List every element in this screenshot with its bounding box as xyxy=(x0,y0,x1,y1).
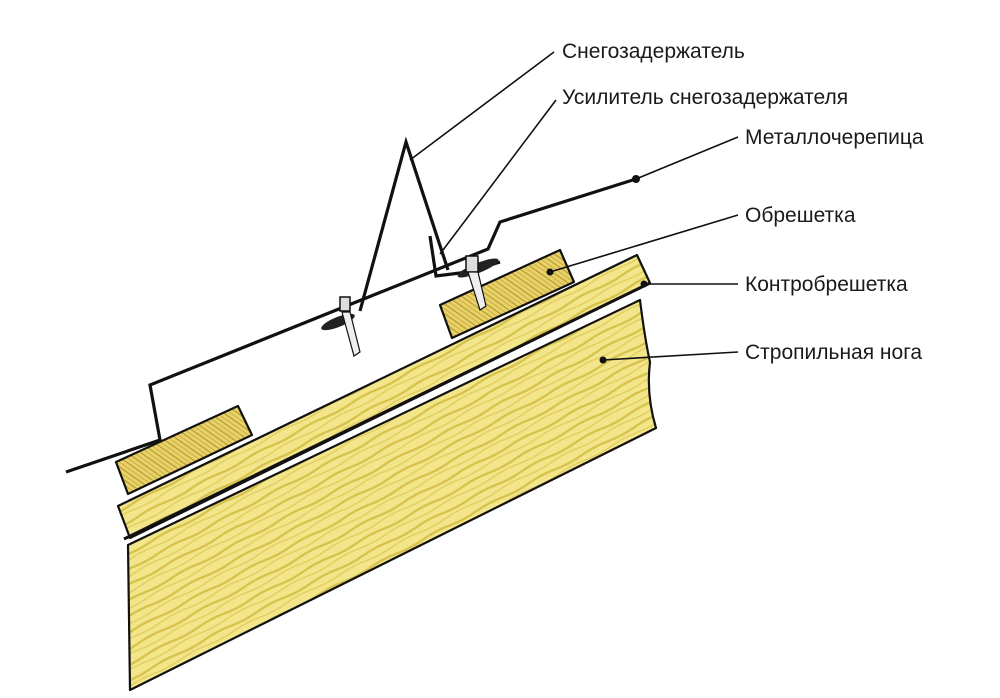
batten-upper xyxy=(438,248,576,340)
leader-rafter xyxy=(602,351,739,361)
leader-dot-metal-tile xyxy=(632,175,640,183)
leader-dot-battens xyxy=(546,268,554,276)
leader-metal-tile xyxy=(635,136,739,180)
metal-tile-profile xyxy=(65,177,637,474)
rafter-beam xyxy=(126,298,658,692)
batten-lower xyxy=(114,404,254,496)
leader-dot-counter-battens xyxy=(640,280,648,288)
label-rafter: Стропильная нога xyxy=(745,341,922,364)
snow-guard xyxy=(358,136,450,312)
counter-batten-seam xyxy=(123,281,651,541)
label-snow-guard: Снегозадержатель xyxy=(562,40,745,63)
screw-lower xyxy=(321,296,361,357)
leader-snow-guard-reinforcer xyxy=(439,99,557,255)
label-metal-tile: Металлочерепица xyxy=(745,126,924,149)
label-counter-battens: Контробрешетка xyxy=(745,273,908,296)
label-snow-guard-reinforcer: Усилитель снегозадержателя xyxy=(562,86,848,109)
label-battens: Обрешетка xyxy=(745,204,856,227)
leader-dot-rafter xyxy=(599,356,607,364)
leader-battens xyxy=(549,214,739,273)
screw-upper xyxy=(457,255,499,311)
leader-snow-guard xyxy=(409,51,555,161)
